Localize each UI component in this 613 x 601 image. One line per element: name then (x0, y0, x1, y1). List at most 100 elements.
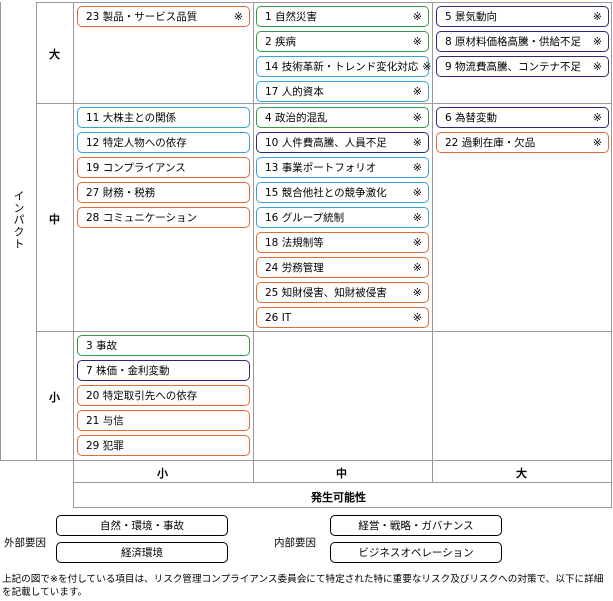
risk-item: 22 過剰在庫・欠品 ※ (436, 132, 609, 153)
grid-top-border (36, 2, 612, 3)
risk-item: 5 景気動向※ (436, 6, 609, 27)
risk-item: 14 技術革新・トレンド変化対応※ (256, 56, 432, 77)
risk-item-label: 13 事業ポートフォリオ (265, 162, 377, 174)
importance-mark: ※ (412, 85, 422, 98)
row-label-mid: 中 (49, 213, 60, 226)
importance-mark: ※ (592, 60, 602, 73)
risk-item: 8 原材料価格高騰・供給不足 ※ (436, 31, 609, 52)
impact-axis-label: インパクト (12, 190, 25, 250)
footnote: 上記の図で※を付している項目は、リスク管理コンプライアンス委員会にて特定された特… (2, 574, 604, 598)
risk-item: 4 政治的混乱 ※ (256, 107, 429, 128)
grid-row-divider-1 (36, 103, 612, 104)
risk-item: 1 自然災害 ※ (256, 6, 429, 27)
risk-item-label: 21 与信 (86, 415, 124, 427)
importance-mark: ※ (412, 261, 422, 274)
risk-item-label: 20 特定取引先への依存 (86, 390, 198, 402)
importance-mark: ※ (412, 286, 422, 299)
importance-mark: ※ (412, 111, 422, 124)
risk-item-label: 27 財務・税務 (86, 187, 156, 199)
risk-item-label: 26 IT (265, 311, 292, 324)
risk-item-label: 4 政治的混乱 (265, 112, 328, 124)
risk-item-label: 2 疾病 (265, 36, 297, 48)
risk-item-label: 29 犯罪 (86, 440, 124, 452)
importance-mark: ※ (412, 35, 422, 48)
cell-impact-large-prob-small: 23 製品・サービス品質 ※ (77, 6, 250, 31)
risk-item: 19 コンプライアンス (77, 157, 250, 178)
risk-item-label: 12 特定人物への依存 (86, 137, 187, 149)
risk-item: 25 知財侵害、知財被侵害 ※ (256, 282, 429, 303)
cell-impact-large-prob-mid: 1 自然災害※2 疾病※14 技術革新・トレンド変化対応※17 人的資本※ (256, 6, 432, 106)
risk-item-label: 16 グループ統制 (265, 212, 345, 224)
risk-item-label: 3 事故 (86, 340, 118, 352)
risk-item-label: 22 過剰在庫・欠品 (445, 137, 536, 149)
cell-impact-large-prob-large: 5 景気動向※ 8 原材料価格高騰・供給不足 ※ 9 物流費高騰、コンテナ不足 ※ (436, 6, 609, 81)
risk-item: 26 IT ※ (256, 307, 429, 328)
risk-item: 18 法規制等 ※ (256, 232, 429, 253)
risk-item-label: 9 物流費高騰、コンテナ不足 (445, 61, 582, 73)
risk-item: 15 競合他社との競争激化 ※ (256, 182, 429, 203)
importance-mark: ※ (412, 311, 422, 324)
legend-business-operation: ビジネスオペレーション (330, 542, 502, 563)
importance-mark: ※ (592, 10, 602, 23)
grid-axis-bottom (73, 507, 612, 508)
risk-item: 7 株価・金利変動 (77, 360, 250, 381)
importance-mark: ※ (422, 60, 432, 73)
cell-impact-mid-prob-small: 11 大株主との関係 12 特定人物への依存 19 コンプライアンス 27 財務・税務… (77, 107, 250, 232)
importance-mark: ※ (412, 10, 422, 23)
risk-item-label: 6 為替変動 (445, 112, 498, 124)
risk-item: 13 事業ポートフォリオ ※ (256, 157, 429, 178)
risk-item-label: 14 技術革新・トレンド変化対応 (265, 61, 419, 73)
importance-mark: ※ (412, 211, 422, 224)
risk-item-label: 23 製品・サービス品質 (86, 11, 198, 23)
risk-item: 24 労務管理※ (256, 257, 429, 278)
grid-right-border (611, 2, 612, 508)
risk-item: 23 製品・サービス品質 ※ (77, 6, 250, 27)
col-label-mid: 中 (336, 467, 347, 480)
risk-item-label: 18 法規制等 (265, 237, 324, 249)
risk-item: 3 事故 (77, 335, 250, 356)
risk-item: 29 犯罪 (77, 435, 250, 456)
importance-mark: ※ (412, 186, 422, 199)
risk-item: 9 物流費高騰、コンテナ不足 ※ (436, 56, 609, 77)
grid-row-divider-2 (36, 331, 612, 332)
grid-impact-divider (36, 2, 37, 461)
risk-item: 12 特定人物への依存 (77, 132, 250, 153)
risk-item-label: 17 人的資本 (265, 86, 324, 98)
risk-item: 2 疾病 ※ (256, 31, 429, 52)
risk-item-label: 1 自然災害 (265, 11, 318, 23)
importance-mark: ※ (412, 136, 422, 149)
cell-impact-mid-prob-large: 6 為替変動 ※ 22 過剰在庫・欠品 ※ (436, 107, 609, 157)
legend-economic-env: 経済環境 (56, 542, 228, 563)
cell-impact-mid-prob-mid: 4 政治的混乱※10 人件費高騰、人員不足※13 事業ポートフォリオ※15 競合… (256, 107, 429, 332)
grid-col-label-bottom (73, 482, 612, 483)
risk-item-label: 15 競合他社との競争激化 (265, 187, 387, 199)
grid-left-border (0, 2, 1, 461)
risk-item: 11 大株主との関係 (77, 107, 250, 128)
risk-item: 16 グループ統制 ※ (256, 207, 429, 228)
importance-mark: ※ (592, 35, 602, 48)
probability-axis-label: 発生可能性 (311, 491, 366, 504)
risk-item: 28 コミュニケーション (77, 207, 250, 228)
risk-item-label: 19 コンプライアンス (86, 162, 186, 174)
risk-item: 6 為替変動 ※ (436, 107, 609, 128)
risk-item-label: 28 コミュニケーション (86, 212, 197, 224)
col-label-small: 小 (157, 467, 168, 480)
grid-bottom-border (0, 460, 612, 461)
legend-management: 経営・戦略・ガバナンス (330, 515, 502, 536)
risk-item: 10 人件費高騰、人員不足 ※ (256, 132, 429, 153)
risk-item: 27 財務・税務 (77, 182, 250, 203)
importance-mark: ※ (592, 111, 602, 124)
importance-mark: ※ (412, 236, 422, 249)
grid-row-label-divider (73, 2, 74, 508)
legend-external-label: 外部要因 (4, 537, 46, 549)
risk-item: 20 特定取引先への依存 (77, 385, 250, 406)
importance-mark: ※ (592, 136, 602, 149)
risk-item-label: 8 原材料価格高騰・供給不足 (445, 36, 582, 48)
importance-mark: ※ (233, 10, 243, 23)
importance-mark: ※ (412, 161, 422, 174)
risk-item-label: 25 知財侵害、知財被侵害 (265, 287, 387, 299)
risk-item: 21 与信 (77, 410, 250, 431)
risk-item-label: 10 人件費高騰、人員不足 (265, 137, 387, 149)
risk-item-label: 7 株価・金利変動 (86, 365, 170, 377)
legend-internal-label: 内部要因 (274, 537, 316, 549)
